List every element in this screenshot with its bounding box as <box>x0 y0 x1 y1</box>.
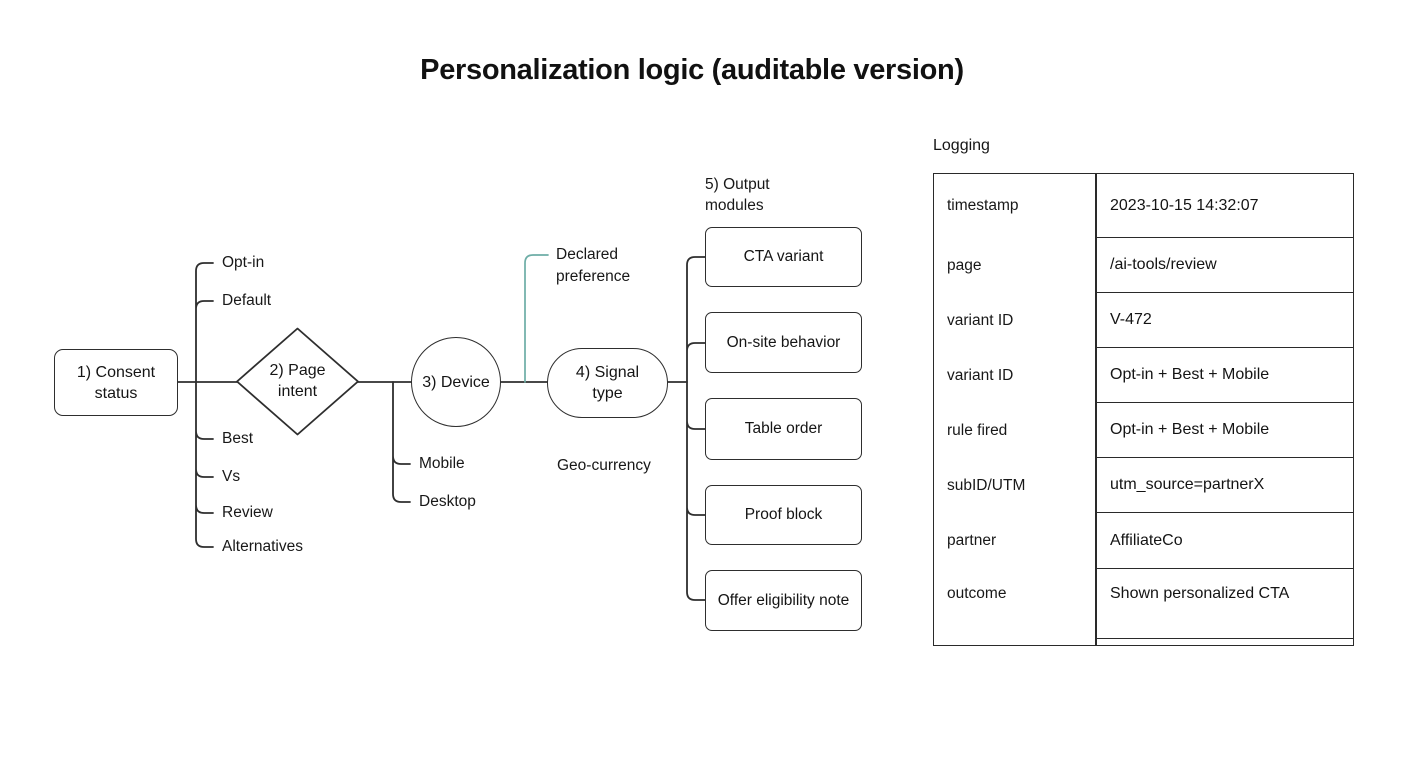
logging-value-column: 2023-10-15 14:32:07 /ai-tools/review V-4… <box>1097 174 1353 639</box>
branch-label-best: Best <box>222 430 254 447</box>
logging-row-value: AffiliateCo <box>1097 513 1353 569</box>
logging-table: timestamp page variant ID variant ID rul… <box>933 173 1354 646</box>
cta-variant-label: CTA variant <box>743 248 824 265</box>
logging-row-value: Shown personalized CTA <box>1097 569 1353 639</box>
declared-preference-highlight-line <box>524 254 549 383</box>
table-order-label: Table order <box>744 420 823 437</box>
logging-row-label: partner <box>947 532 997 549</box>
page-intent-label: 2) Page intent <box>269 362 326 400</box>
logging-row-label: rule fired <box>947 421 1008 439</box>
output-box-offer-eligibility-note: Offer eligibility note <box>705 570 862 631</box>
output-box-proof-block: Proof block <box>705 485 862 545</box>
signal-type-label: 4) Signal type <box>575 364 640 402</box>
branch-label-review: Review <box>222 504 273 521</box>
logging-table-column-divider <box>1095 174 1097 645</box>
logging-row-label: variant ID <box>947 311 1014 329</box>
offer-eligibility-note-label: Offer eligibility note <box>717 591 850 609</box>
logging-row-value: Opt-in + Best + Mobile <box>1097 348 1353 403</box>
logging-row-value: /ai-tools/review <box>1097 238 1353 293</box>
logging-row-value: Opt-in + Best + Mobile <box>1097 403 1353 458</box>
branch-label-alternatives: Alternatives <box>222 538 303 555</box>
flow-node-page-intent: 2) Page intent <box>237 328 358 434</box>
output-branch-lines <box>686 256 706 601</box>
branch-label-default: Default <box>222 292 272 309</box>
branch-label-desktop: Desktop <box>419 493 476 510</box>
logging-row-label: timestamp <box>947 197 1019 214</box>
output-box-on-site-behavior: On-site behavior <box>705 312 862 373</box>
proof-block-label: Proof block <box>744 506 823 523</box>
consent-branch-lines <box>195 262 214 548</box>
logging-heading: Logging <box>933 137 990 154</box>
flow-node-device: 3) Device <box>411 337 501 427</box>
logging-label-column: timestamp page variant ID variant ID rul… <box>934 174 1095 639</box>
branch-label-declared-preference: Declared preference <box>556 246 631 285</box>
page-title: Personalization logic (auditable version… <box>420 54 964 86</box>
device-branch-lines <box>392 381 411 503</box>
output-box-cta-variant: CTA variant <box>705 227 862 287</box>
on-site-behavior-label: On-site behavior <box>726 333 841 351</box>
branch-label-geo-currency: Geo-currency <box>557 457 651 474</box>
branch-label-opt-in: Opt-in <box>222 254 265 271</box>
flow-node-consent-status: 1) Consent status <box>54 349 178 416</box>
consent-status-label: 1) Consent status <box>76 363 156 402</box>
output-box-table-order: Table order <box>705 398 862 460</box>
page-intent-diamond-shape <box>236 327 359 436</box>
logging-row-value: utm_source=partnerX <box>1097 458 1353 513</box>
logging-row-value: 2023-10-15 14:32:07 <box>1097 174 1353 238</box>
branch-label-mobile: Mobile <box>419 455 465 472</box>
branch-label-vs: Vs <box>222 468 241 485</box>
logging-row-label: variant ID <box>947 366 1014 384</box>
logging-row-value: V-472 <box>1097 293 1353 348</box>
logging-row-label: outcome <box>947 585 1007 602</box>
logging-row-label: page <box>947 256 982 274</box>
logging-row-label: subID/UTM <box>947 476 1026 494</box>
device-label: 3) Device <box>422 373 490 391</box>
flow-node-signal-type: 4) Signal type <box>547 348 668 418</box>
output-modules-heading: 5) Output modules <box>705 176 770 214</box>
